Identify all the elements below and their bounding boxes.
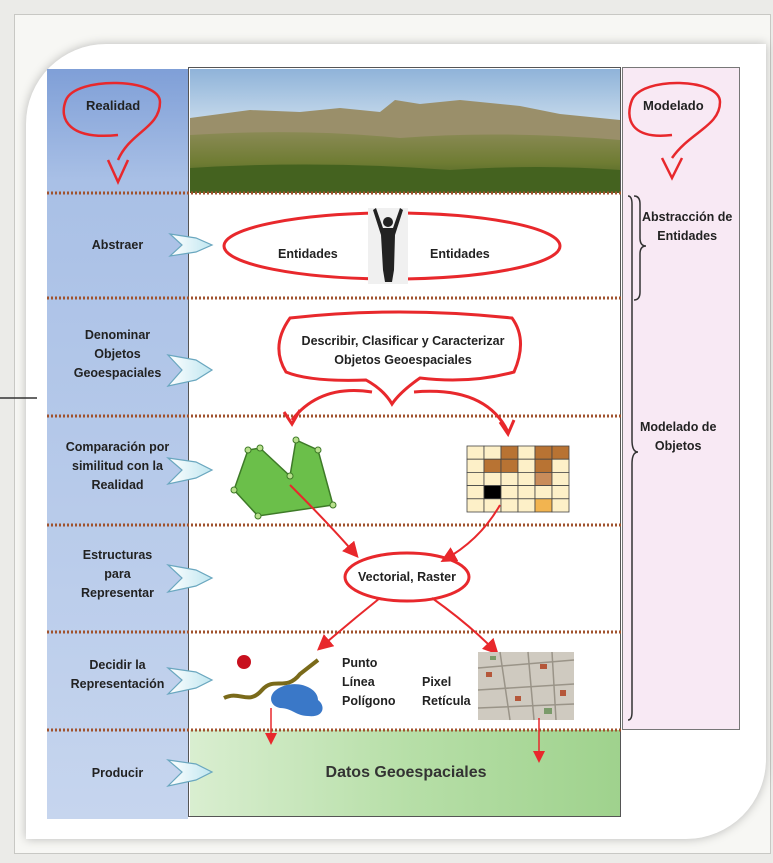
raster-cell [551,471,570,486]
raster-cell [517,458,536,473]
step-chevrons [166,233,214,788]
step-name-objects-label: Denominar Objetos Geoespaciales [73,328,162,380]
modeling-header: Modelado [643,98,704,113]
raster-cell [551,498,570,513]
raster-cell [551,458,570,473]
raster-cell [534,498,553,513]
landscape-photo [190,69,620,193]
product-band [190,730,620,816]
product-title: Datos Geoespaciales [325,764,487,781]
raster-map [477,651,575,721]
center-column [188,67,621,817]
reality-header: Realidad [86,98,141,113]
raster-cell [466,498,485,513]
raster-cell [483,445,502,460]
raster-cell [483,485,502,500]
person-icon [368,208,408,284]
abstraction-label: Abstracción de Entidades [642,210,733,243]
raster-cell [466,471,485,486]
entities-right: Entidades [430,247,490,261]
raster-cell [483,471,502,486]
right-braces [627,195,647,721]
raster-cell [466,445,485,460]
raster-cell [517,471,536,486]
step-decide-label: Decidir la Representación [70,658,165,691]
raster-cell [517,485,536,500]
structures-text: Vectorial, Raster [358,570,456,584]
describe-callout [277,310,522,433]
step-compare-label: Comparación por similitud con la Realida… [65,440,170,492]
raster-cell [534,445,553,460]
raster-cell [500,485,519,500]
raster-cell [483,458,502,473]
raster-cell [500,445,519,460]
raster-cell [483,498,502,513]
raster-cell [551,485,570,500]
raster-cell [551,445,570,460]
raster-cell [466,485,485,500]
raster-cell [534,458,553,473]
raster-cell [500,471,519,486]
realidad-swirl [62,81,162,186]
raster-cell [534,485,553,500]
raster-cell [517,445,536,460]
raster-cell [517,498,536,513]
modelado-swirl [628,81,722,181]
step-structures-label: Estructuras para Representar [81,548,154,600]
raster-grid [466,445,570,513]
point-line-polygon-icons [223,655,323,717]
vector-types-text: Punto Línea Polígono [342,656,396,708]
raster-cell [534,471,553,486]
object-modeling-label: Modelado de Objetos [640,420,717,453]
step-produce-label: Producir [91,766,144,780]
vector-polygon [230,436,337,520]
raster-types-text: Pixel Retícula [422,675,471,708]
modeling-column [622,67,740,730]
entities-left: Entidades [278,247,338,261]
step-abstract-label: Abstraer [91,238,144,252]
raster-cell [500,458,519,473]
describe-text: Describir, Clasificar y Caracterizar Obj… [301,334,505,367]
raster-cell [466,458,485,473]
raster-cell [500,498,519,513]
